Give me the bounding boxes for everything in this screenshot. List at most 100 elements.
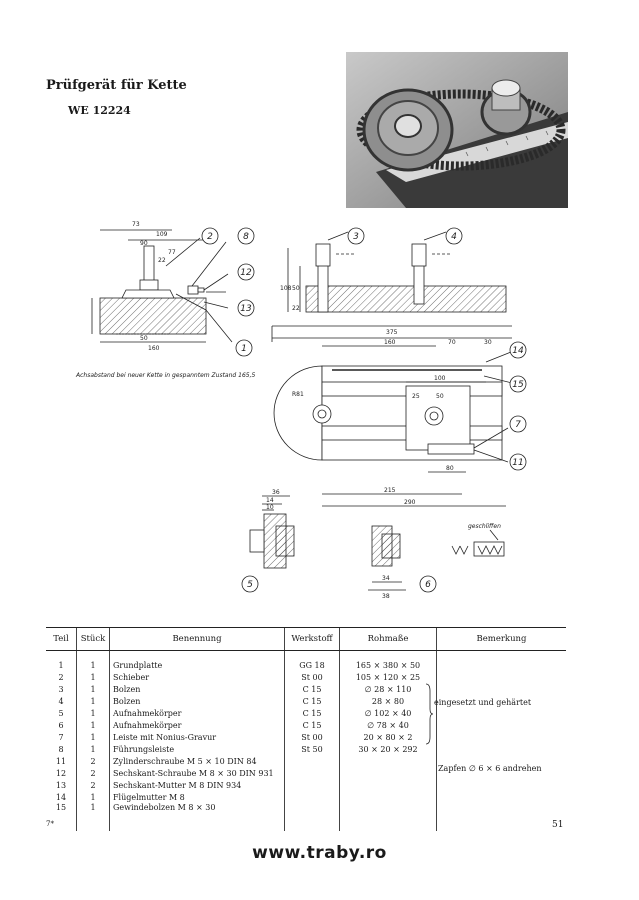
cell-teil: 4: [58, 696, 64, 706]
cell-bemerkung: [436, 695, 566, 707]
callout-14: 14: [512, 346, 524, 356]
dim-375: 375: [386, 329, 398, 336]
dim-side-50: 50: [292, 285, 300, 292]
cell-rohmasse: ∅ 78 × 40: [339, 719, 437, 731]
surface-label: geschliffen: [468, 523, 501, 530]
dim-14: 14: [266, 497, 274, 504]
dim-109: 109: [156, 231, 168, 238]
cell-stueck: 1: [76, 791, 110, 803]
cell-rohmasse: [339, 755, 437, 767]
col-werkstoff: Werkstoff: [284, 627, 340, 651]
callout-3: 3: [353, 232, 359, 242]
cell-rohmasse: 105 × 120 × 25: [339, 671, 437, 683]
cell-benennung: Zylinderschraube M 5 × 10 DIN 84: [109, 755, 285, 767]
cell-teil: 14: [55, 792, 67, 802]
cell-werkstoff: C 15: [284, 683, 340, 695]
cell-rohmasse: 28 × 80: [339, 695, 437, 707]
cell-bemerkung: [436, 719, 566, 731]
cell-bemerkung: [436, 779, 566, 791]
cell-bemerkung: [436, 671, 566, 683]
dim-100: 100: [434, 375, 446, 382]
cell-benennung: Bolzen: [109, 695, 285, 707]
cell-werkstoff: C 15: [284, 707, 340, 719]
cell-teil: 5: [58, 708, 64, 718]
dim-38: 38: [382, 593, 390, 600]
drawing-caption: Achsabstand bei neuer Kette in gespannte…: [76, 372, 256, 379]
cell-stueck: 1: [76, 671, 110, 683]
part-number: WE 12224: [68, 104, 131, 117]
cell-teil: 15: [55, 803, 67, 812]
cell-stueck: 1: [76, 695, 110, 707]
cell-werkstoff: C 15: [284, 695, 340, 707]
callout-2: 2: [207, 232, 213, 242]
cell-stueck: 1: [76, 743, 110, 755]
cell-benennung: Aufnahmekörper: [109, 707, 285, 719]
cell-werkstoff: [284, 767, 340, 779]
cell-bemerkung: [436, 707, 566, 719]
cell-benennung: Bolzen: [109, 683, 285, 695]
dim-30: 30: [484, 339, 492, 346]
plan-view: [272, 337, 517, 507]
remark-pin: Zapfen ∅ 6 × 6 andrehen: [438, 764, 542, 773]
cell-rohmasse: 30 × 20 × 292: [339, 743, 437, 755]
col-bemerkung: Bemerkung: [436, 627, 566, 651]
col-teil: Teil: [46, 627, 77, 651]
dim-plan-160: 160: [384, 339, 396, 346]
part-6-view: [368, 525, 406, 591]
callout-7: 7: [515, 420, 521, 430]
col-rohmasse: Rohmaße: [339, 627, 437, 651]
side-elevation-view: [271, 231, 512, 342]
dim-36: 36: [272, 489, 280, 496]
remark-hardened: eingesetzt und gehärtet: [434, 698, 532, 707]
dim-22: 22: [158, 257, 166, 264]
col-stueck: Stück: [76, 627, 110, 651]
cell-stueck: 1: [76, 683, 110, 695]
cell-teil: 7: [58, 732, 64, 742]
cell-bemerkung: [436, 743, 566, 755]
dim-side-22: 22: [292, 305, 300, 312]
dim-290: 290: [404, 499, 416, 506]
cell-rohmasse: ∅ 28 × 110: [339, 683, 437, 695]
table-header: Teil Stück Benennung Werkstoff Rohmaße B…: [46, 627, 566, 651]
cell-stueck: 1: [76, 707, 110, 719]
cell-stueck: 1: [76, 803, 110, 831]
front-section-view: [91, 229, 233, 343]
cell-stueck: 2: [76, 779, 110, 791]
cell-stueck: 2: [76, 755, 110, 767]
page-number: 51: [552, 820, 564, 830]
website-url[interactable]: www.traby.ro: [252, 843, 387, 863]
cell-werkstoff: [284, 755, 340, 767]
callout-12: 12: [240, 268, 252, 278]
surface-finish-symbol: [451, 529, 505, 557]
dim-108: 108: [280, 285, 292, 292]
dim-10: 10: [266, 504, 274, 511]
cell-stueck: 2: [76, 767, 110, 779]
cell-werkstoff: [284, 779, 340, 791]
cell-stueck: 1: [76, 650, 110, 671]
dim-70: 70: [448, 339, 456, 346]
cell-teil: 1: [58, 660, 64, 670]
cell-teil: 12: [55, 768, 67, 778]
cell-benennung: Leiste mit Nonius-Gravur: [109, 731, 285, 743]
dim-73: 73: [132, 221, 140, 228]
cell-bemerkung: [436, 767, 566, 779]
cell-benennung: Sechskant-Mutter M 8 DIN 934: [109, 779, 285, 791]
dim-77: 77: [168, 249, 176, 256]
page-title: Prüfgerät für Kette: [46, 78, 187, 93]
dim-50: 50: [140, 335, 148, 342]
cell-teil: 11: [55, 756, 67, 766]
cell-benennung: Gewindebolzen M 8 × 30: [109, 803, 285, 831]
callout-4: 4: [451, 232, 457, 242]
cell-stueck: 1: [76, 731, 110, 743]
cell-teil: 13: [55, 780, 67, 790]
cell-werkstoff: [284, 791, 340, 803]
cell-rohmasse: ∅ 102 × 40: [339, 707, 437, 719]
